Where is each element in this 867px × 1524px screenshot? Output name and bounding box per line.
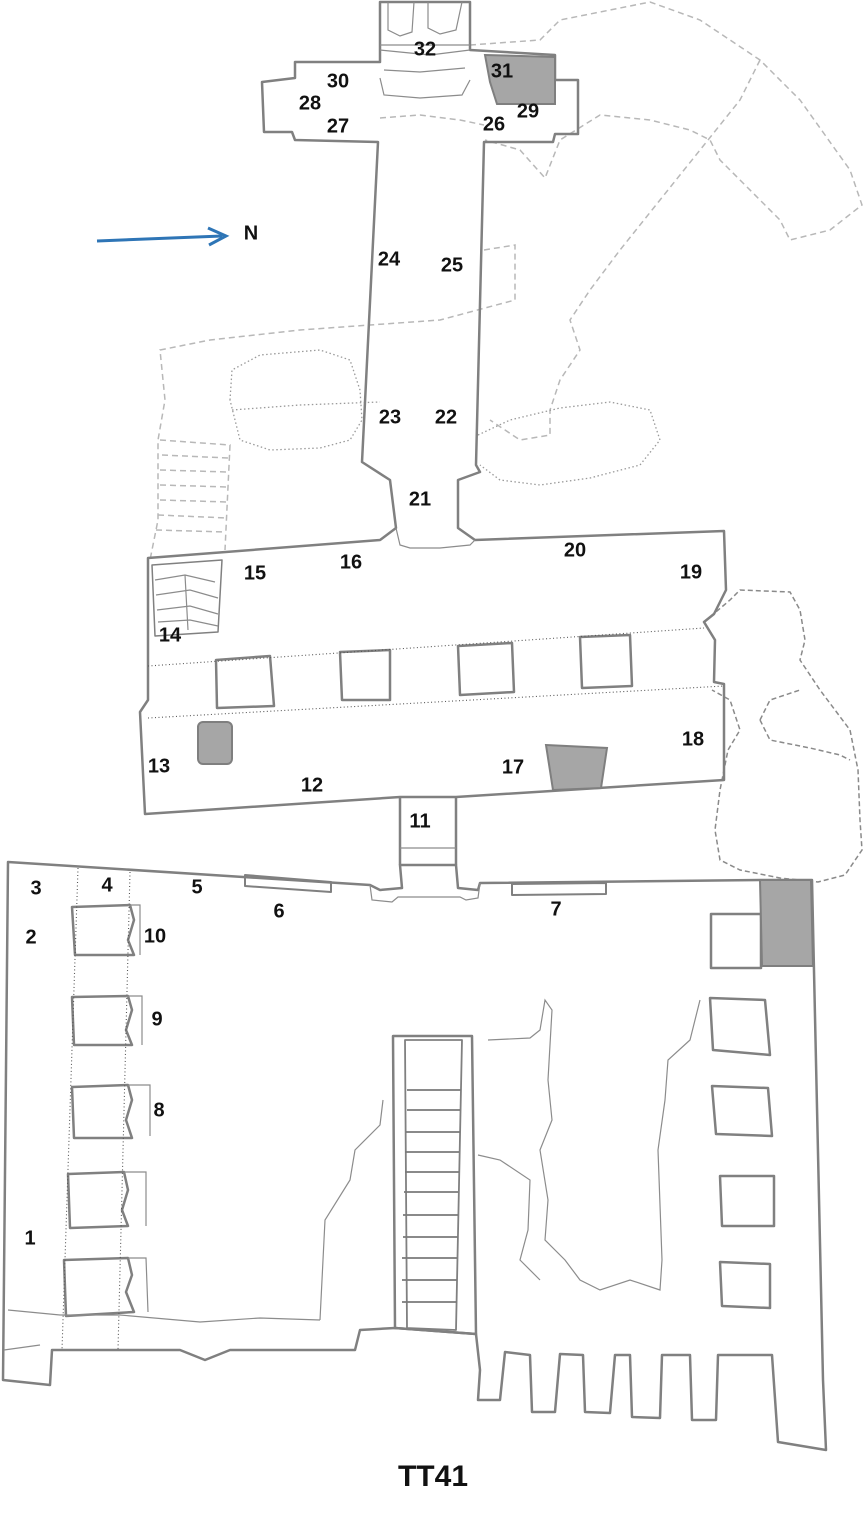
label-17: 17 <box>502 756 524 778</box>
label-9: 9 <box>151 1008 162 1030</box>
shaded-block-hall-1 <box>758 879 815 967</box>
label-29: 29 <box>517 100 539 122</box>
label-23: 23 <box>379 406 401 428</box>
label-32: 32 <box>414 38 436 60</box>
label-20: 20 <box>564 539 586 561</box>
label-27: 27 <box>327 115 349 137</box>
label-11: 11 <box>409 810 430 832</box>
label-28: 28 <box>299 92 321 114</box>
label-25: 25 <box>441 254 463 276</box>
label-1: 1 <box>24 1227 35 1249</box>
shaded-area-31 <box>483 53 556 105</box>
label-14: 14 <box>159 624 182 646</box>
label-6: 6 <box>273 900 284 922</box>
shaded-block-13 <box>197 721 233 765</box>
label-8: 8 <box>153 1099 164 1121</box>
label-21: 21 <box>409 488 431 510</box>
label-7: 7 <box>550 898 561 920</box>
label-26: 26 <box>483 113 505 135</box>
label-24: 24 <box>378 248 401 270</box>
shaded-block-17 <box>544 743 609 792</box>
inner-chapel-and-corridor <box>138 0 728 816</box>
label-16: 16 <box>340 551 362 573</box>
label-22: 22 <box>435 406 457 428</box>
label-3: 3 <box>30 877 41 899</box>
adjacent-structures-dashed <box>149 1 863 883</box>
north-label: N <box>244 222 258 244</box>
label-30: 30 <box>327 70 349 92</box>
label-12: 12 <box>301 774 323 796</box>
label-18: 18 <box>682 728 704 750</box>
room-labels: 1 2 3 4 5 6 7 8 9 10 11 12 13 14 15 16 1… <box>24 38 704 1249</box>
label-2: 2 <box>25 926 36 948</box>
corridor-11 <box>398 797 458 865</box>
adjacent-structures-dotted <box>229 349 661 486</box>
label-13: 13 <box>148 755 170 777</box>
plan-title: TT41 <box>398 1460 468 1493</box>
label-31: 31 <box>491 60 513 82</box>
label-5: 5 <box>191 876 202 898</box>
label-10: 10 <box>144 925 166 947</box>
label-4: 4 <box>101 874 113 896</box>
hall-2-pillars <box>147 559 725 719</box>
label-19: 19 <box>680 561 702 583</box>
hall-1 <box>1 860 828 1452</box>
north-arrow: N <box>96 222 258 247</box>
label-15: 15 <box>244 562 266 584</box>
